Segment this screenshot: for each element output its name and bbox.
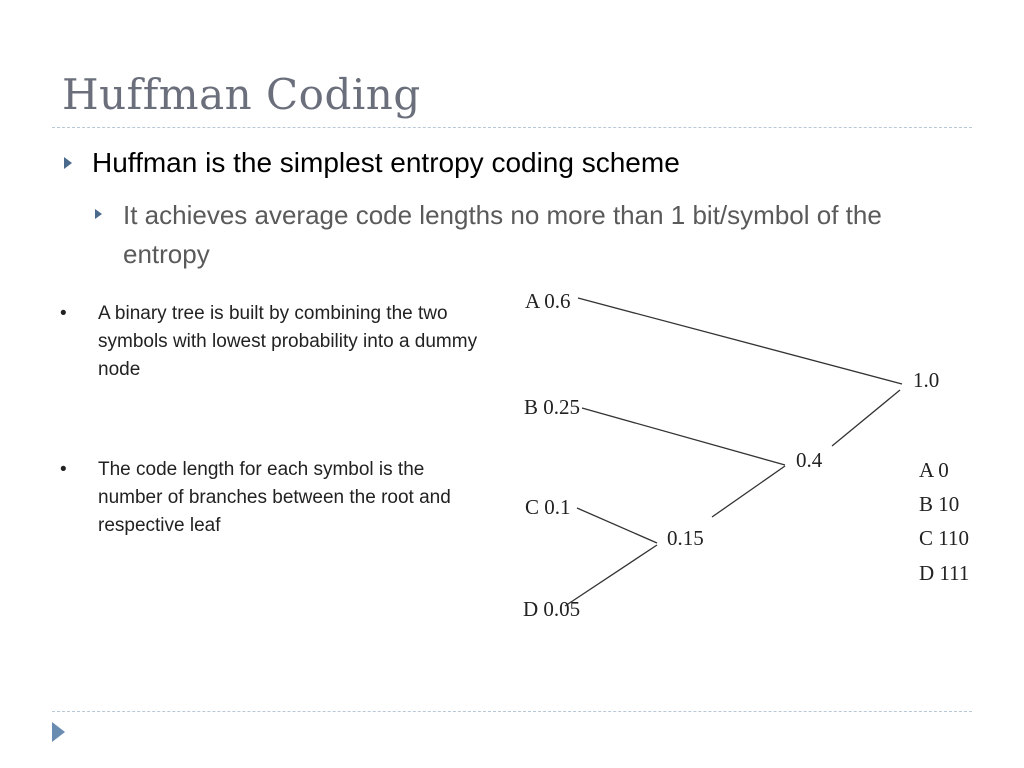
node-015-label: 0.15 bbox=[667, 526, 704, 550]
point-text: The code length for each symbol is the n… bbox=[98, 459, 451, 536]
bullet-level2: It achieves average code lengths no more… bbox=[123, 200, 882, 269]
bullet-arrow-icon bbox=[64, 157, 72, 169]
leaf-a-label: A 0.6 bbox=[525, 289, 571, 313]
edge-a-root bbox=[577, 297, 903, 385]
leaf-d-label: D 0.05 bbox=[523, 597, 580, 621]
point-text: A binary tree is built by combining the … bbox=[98, 303, 478, 380]
node-04-label: 0.4 bbox=[796, 448, 823, 472]
bullet-dot-icon: • bbox=[60, 459, 67, 480]
leaf-b-label: B 0.25 bbox=[524, 395, 580, 419]
code-a-label: A 0 bbox=[919, 458, 949, 482]
bullet-level1: Huffman is the simplest entropy coding s… bbox=[92, 147, 680, 178]
bullet-dot-icon: • bbox=[60, 303, 67, 324]
footer-divider bbox=[52, 711, 972, 712]
edge-d-n015 bbox=[564, 544, 658, 607]
code-c-label: C 110 bbox=[919, 526, 969, 550]
title-divider bbox=[52, 127, 972, 128]
node-root-label: 1.0 bbox=[913, 368, 939, 392]
sub-bullet-arrow-icon bbox=[95, 209, 102, 219]
code-b-label: B 10 bbox=[919, 492, 959, 516]
edge-c-n015 bbox=[576, 507, 658, 544]
next-slide-arrow-icon[interactable] bbox=[52, 722, 65, 742]
code-d-label: D 111 bbox=[919, 561, 969, 585]
slide-title: Huffman Coding bbox=[62, 70, 421, 119]
edge-n015-n04 bbox=[711, 465, 786, 518]
edge-b-n04 bbox=[581, 407, 786, 466]
edge-n04-root bbox=[831, 389, 901, 447]
leaf-c-label: C 0.1 bbox=[525, 495, 571, 519]
